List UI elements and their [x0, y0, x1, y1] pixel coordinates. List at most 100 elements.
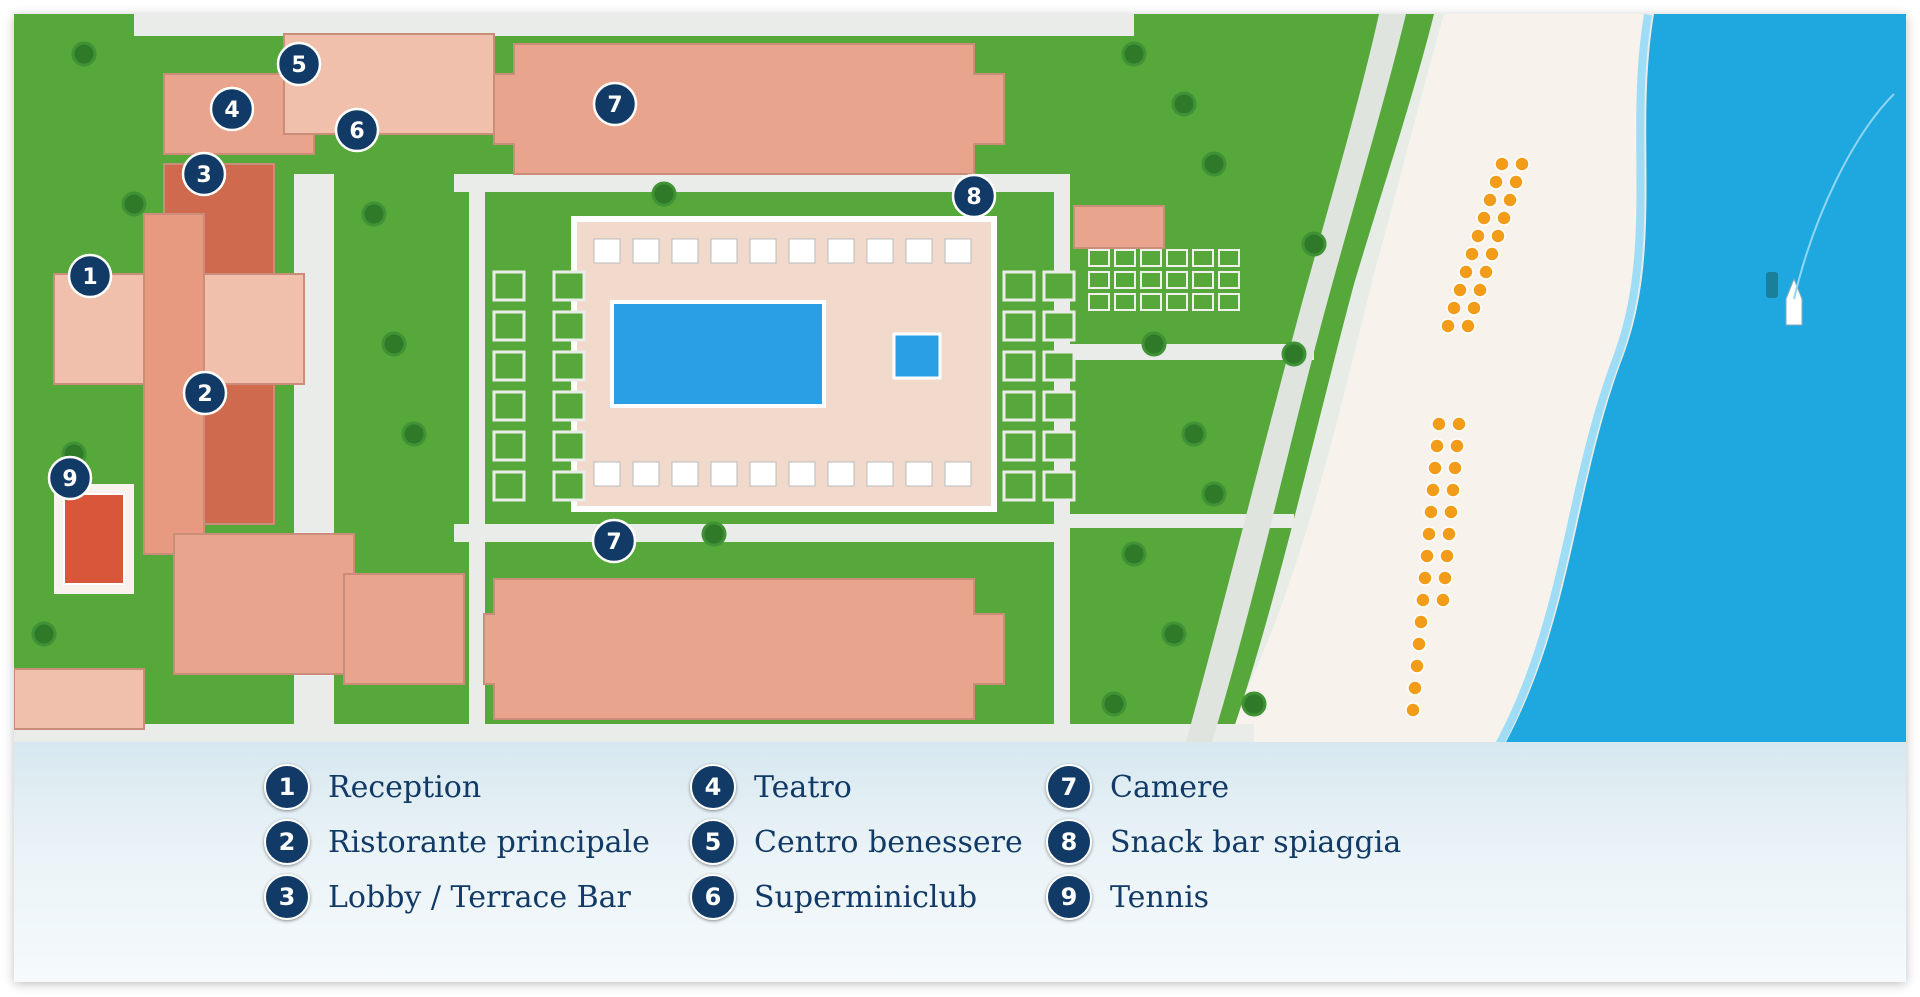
umbrella-icon [1494, 156, 1510, 172]
marker-7[interactable]: 7 [592, 81, 638, 127]
umbrella-icon [1490, 228, 1506, 244]
tree-icon [651, 181, 677, 207]
umbrella-icon [1423, 504, 1439, 520]
marker-7[interactable]: 7 [591, 518, 637, 564]
tree-icon [1201, 481, 1227, 507]
marker-badge[interactable] [181, 151, 227, 197]
umbrella-icon [1484, 246, 1500, 262]
marker-8[interactable]: 8 [951, 173, 997, 219]
marker-badge[interactable] [592, 81, 638, 127]
sunbed-icon [866, 461, 894, 487]
deck-tile [1114, 249, 1136, 267]
umbrella-icon [1502, 192, 1518, 208]
deck-tile [1140, 249, 1162, 267]
legend-label: Superminiclub [754, 879, 978, 915]
legend-item-6: 6 Superminiclub [690, 872, 977, 922]
south-west-building [14, 668, 145, 730]
umbrella-icon [1464, 246, 1480, 262]
umbrella-icon [1496, 210, 1512, 226]
tree-icon [1201, 151, 1227, 177]
snack-bar-building [1073, 205, 1165, 249]
legend-label: Teatro [754, 769, 852, 805]
marker-number: 9 [62, 467, 77, 492]
umbrella-icon [1439, 548, 1455, 564]
deck-tile [1088, 249, 1110, 267]
marker-6[interactable]: 6 [334, 107, 380, 153]
legend-badge: 9 [1046, 874, 1092, 920]
marker-3[interactable]: 3 [181, 151, 227, 197]
umbrella-icon [1427, 460, 1443, 476]
sunbed-icon [866, 238, 894, 264]
umbrella-icon [1443, 504, 1459, 520]
legend-badge: 3 [264, 874, 310, 920]
marker-number: 2 [197, 382, 212, 407]
sunbed-icon [593, 461, 621, 487]
legend-label: Tennis [1110, 879, 1210, 915]
lawn-tile [492, 270, 526, 302]
umbrella-icon [1449, 438, 1465, 454]
tree-icon [361, 201, 387, 227]
tree-icon [1121, 541, 1147, 567]
beach-boardwalk [1186, 14, 1406, 742]
sunbed-icon [944, 461, 972, 487]
tree-icon [1241, 691, 1267, 717]
deck-tile [1218, 293, 1240, 311]
marker-badge[interactable] [67, 253, 113, 299]
tree-icon [121, 191, 147, 217]
sunbed-icon [749, 461, 777, 487]
marker-badge[interactable] [276, 41, 322, 87]
umbrella-icon [1466, 300, 1482, 316]
lawn-tile [1002, 390, 1036, 422]
deck-tile [1218, 249, 1240, 267]
sunbed-icon [593, 238, 621, 264]
snack-bar-deck [1088, 249, 1240, 311]
deck-tile [1088, 293, 1110, 311]
sunbed-icon [905, 238, 933, 264]
marker-9[interactable]: 9 [47, 455, 93, 501]
sunbed-icon [788, 461, 816, 487]
legend-label: Centro benessere [754, 824, 1023, 860]
sea-area [1506, 14, 1906, 742]
lawn-tile [552, 470, 586, 502]
rooms-building-north [493, 43, 1005, 175]
marker-badge[interactable] [47, 455, 93, 501]
marker-number: 1 [82, 265, 97, 290]
legend-badge: 5 [690, 819, 736, 865]
marker-number: 7 [607, 93, 622, 118]
beach-umbrellas [1405, 156, 1530, 718]
marker-badge[interactable] [209, 86, 255, 132]
lawn-tile [1042, 470, 1076, 502]
lawn-tile [492, 310, 526, 342]
deck-tile [1166, 271, 1188, 289]
umbrella-icon [1482, 192, 1498, 208]
deck-tile [1140, 293, 1162, 311]
deck-tile [1140, 271, 1162, 289]
deck-tile [1192, 293, 1214, 311]
marker-badge[interactable] [951, 173, 997, 219]
umbrella-icon [1447, 460, 1463, 476]
beach-sand [1219, 14, 1644, 742]
main-pool [610, 300, 826, 408]
sunbed-icon [788, 238, 816, 264]
marker-2[interactable]: 2 [182, 370, 228, 416]
lawn-tile [492, 390, 526, 422]
tree-icon [401, 421, 427, 447]
deck-tile [1114, 293, 1136, 311]
deck-tile [1166, 293, 1188, 311]
marker-4[interactable]: 4 [209, 86, 255, 132]
lawn-tile [1042, 310, 1076, 342]
marker-badge[interactable] [182, 370, 228, 416]
marker-1[interactable]: 1 [67, 253, 113, 299]
legend-badge: 6 [690, 874, 736, 920]
marker-badge[interactable] [591, 518, 637, 564]
marker-5[interactable]: 5 [276, 41, 322, 87]
umbrella-icon [1405, 702, 1421, 718]
lawn-tile [1042, 270, 1076, 302]
tree-icon [1161, 621, 1187, 647]
sunbed-icon [944, 238, 972, 264]
umbrella-icon [1445, 482, 1461, 498]
marker-badge[interactable] [334, 107, 380, 153]
tree-icon [1141, 331, 1167, 357]
